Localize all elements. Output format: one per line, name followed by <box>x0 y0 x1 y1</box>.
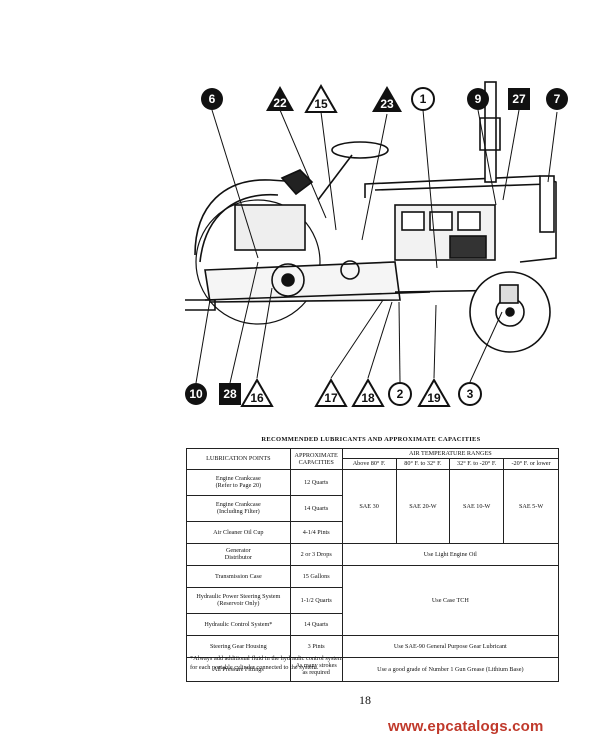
svg-text:15: 15 <box>314 97 328 111</box>
capacity: 4-1/4 Pints <box>289 520 343 544</box>
footnote-line: *Always add additional fluid in the hydr… <box>190 655 343 662</box>
lubrication-point: Transmission Case <box>186 564 291 588</box>
tractor-lubrication-diagram: 6 22 15 23 1 9 27 7 10 28 16 17 <box>185 81 568 407</box>
table-title: RECOMMENDED LUBRICANTS AND APPROXIMATE C… <box>261 436 481 443</box>
lubrication-point: Hydraulic Power Steering System (Reservo… <box>186 586 291 614</box>
table-row: Generator Distributor 2 or 3 Drops Use L… <box>186 542 560 566</box>
callout-9: 9 <box>467 88 489 110</box>
svg-text:23: 23 <box>380 97 394 111</box>
svg-text:27: 27 <box>512 92 526 106</box>
capacity: 12 Quarts <box>289 468 343 496</box>
callout-19: 19 <box>417 377 451 407</box>
header-range: -20° F. or lower <box>503 458 559 470</box>
callout-1: 1 <box>411 87 435 111</box>
svg-text:10: 10 <box>189 387 203 401</box>
table-row: Engine Crankcase (Refer to Page 20) 12 Q… <box>186 468 559 544</box>
lubrication-point: Engine Crankcase (Refer to Page 20) <box>186 468 291 496</box>
svg-text:17: 17 <box>324 391 338 405</box>
lubrication-point: Engine Crankcase (Including Filter) <box>186 494 291 522</box>
lubricants-table: LUBRICATION POINTS APPROXIMATE CAPACITIE… <box>186 447 560 682</box>
header-range: 32° F. to -20° F. <box>449 458 505 470</box>
header-air-temperature: AIR TEMPERATURE RANGES <box>341 447 560 460</box>
lubrication-point: Generator Distributor <box>186 542 291 566</box>
header-range: Above 80° F. <box>341 458 397 470</box>
header-lubrication-points: LUBRICATION POINTS <box>186 448 291 470</box>
table-row: Air Cleaner Oil Cup 4-1/4 Pints <box>186 520 559 544</box>
callout-2: 2 <box>388 382 412 406</box>
svg-text:16: 16 <box>250 391 264 405</box>
callout-22: 22 <box>266 86 294 111</box>
page-number: 18 <box>359 693 371 707</box>
leader-lines <box>195 109 558 384</box>
lubrication-point: Air Cleaner Oil Cup <box>186 520 291 544</box>
table-row: Hydraulic Control System* 14 Quarts <box>186 612 559 636</box>
svg-text:19: 19 <box>427 391 441 405</box>
callout-6: 6 <box>201 88 223 110</box>
svg-text:3: 3 <box>467 387 474 401</box>
lubrication-point: All Pressure Fittings <box>186 656 291 682</box>
callout-18: 18 <box>351 377 385 407</box>
svg-text:28: 28 <box>223 387 237 401</box>
table-subheader-row: Above 80° F. 80° F. to 32° F. 32° F. to … <box>187 458 559 470</box>
lubricant: Use Case TCH <box>341 564 560 636</box>
capacity: 14 Quarts <box>289 612 343 636</box>
lubrication-point: Hydraulic Control System* <box>186 612 291 636</box>
table-row: All Pressure Fittings As many strokes as… <box>186 656 560 682</box>
svg-text:1: 1 <box>420 92 427 106</box>
callout-23: 23 <box>372 86 402 112</box>
footnote-line: for each portable cylinder connected to … <box>190 663 319 671</box>
capacity: 15 Gallons <box>289 564 343 588</box>
callout-3: 3 <box>458 382 482 406</box>
oil-grade: SAE 5-W <box>503 468 559 544</box>
tractor-illustration <box>185 81 557 353</box>
oil-grade: SAE 10-W <box>449 468 505 544</box>
callout-27: 27 <box>508 88 530 110</box>
callout-17: 17 <box>314 377 348 407</box>
oil-grade: SAE 30 <box>341 468 397 544</box>
header-range: 80° F. to 32° F. <box>395 458 451 470</box>
callout-10: 10 <box>185 383 207 405</box>
callout-16: 16 <box>240 377 274 407</box>
capacity: 1-1/2 Quarts <box>289 586 343 614</box>
callout-28: 28 <box>219 383 241 405</box>
lubricant: Use a good grade of Number 1 Gun Grease … <box>341 656 560 682</box>
svg-text:22: 22 <box>273 96 287 110</box>
callout-15: 15 <box>304 83 338 113</box>
lubricant: Use Light Engine Oil <box>341 542 560 566</box>
svg-text:9: 9 <box>475 92 482 106</box>
table-row: Transmission Case 15 Gallons Use Case TC… <box>186 564 560 636</box>
table-row: Hydraulic Power Steering System (Reservo… <box>186 586 559 614</box>
svg-text:7: 7 <box>554 92 561 106</box>
callout-7: 7 <box>546 88 568 110</box>
watermark-link[interactable]: www.epcatalogs.com <box>388 718 544 735</box>
capacity: 2 or 3 Drops <box>289 542 343 566</box>
capacity: 14 Quarts <box>289 494 343 522</box>
svg-text:6: 6 <box>209 92 216 106</box>
svg-text:18: 18 <box>361 391 375 405</box>
table-row: Engine Crankcase (Including Filter) 14 Q… <box>186 494 559 522</box>
header-capacities: APPROXIMATE CAPACITIES <box>289 448 343 470</box>
oil-grade: SAE 20-W <box>395 468 451 544</box>
svg-text:2: 2 <box>397 387 404 401</box>
table-header-row: LUBRICATION POINTS APPROXIMATE CAPACITIE… <box>186 447 560 470</box>
footnote: *Always add additional fluid in the hydr… <box>190 655 510 672</box>
